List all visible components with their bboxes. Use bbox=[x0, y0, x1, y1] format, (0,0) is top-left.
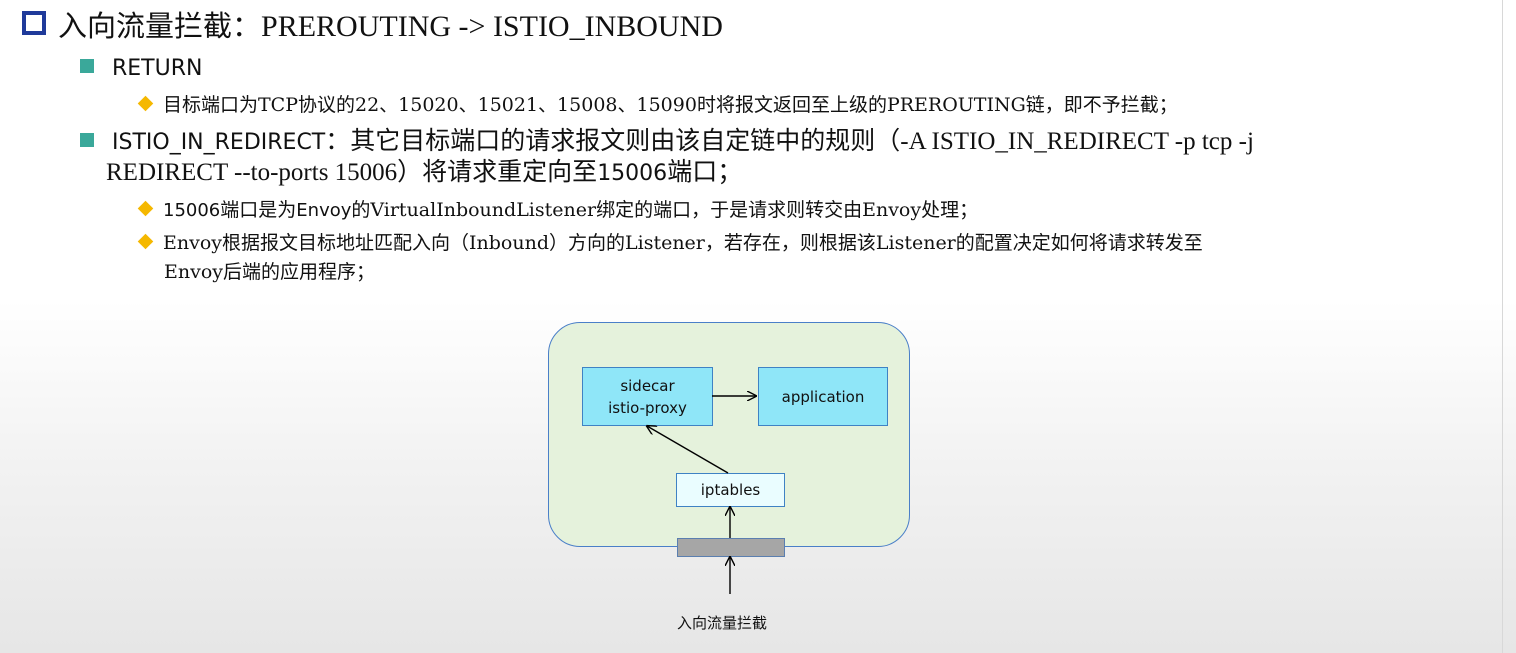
application-box: application bbox=[758, 367, 888, 426]
inbound-port-bar bbox=[677, 538, 785, 557]
sidecar-box: sidecar istio-proxy bbox=[582, 367, 713, 426]
bullet-redirect-sub2-cont: Envoy后端的应用程序； bbox=[164, 258, 375, 287]
bullet-return-label: RETURN bbox=[112, 56, 203, 81]
sidecar-label: sidecar bbox=[620, 376, 675, 395]
sub2-line2: Envoy后端的应用程序； bbox=[164, 261, 376, 283]
sub2-line1: Envoy根据报文目标地址匹配入向（Inbound）方向的Listener，若存… bbox=[163, 232, 1203, 254]
iptables-label: iptables bbox=[700, 481, 761, 499]
sub1-b: 的VirtualInboundListener绑定的端口，于是请求则转交由Env… bbox=[351, 199, 979, 221]
bullet-redirect-sub1: 15006端口是为Envoy的VirtualInboundListener绑定的… bbox=[137, 196, 979, 225]
orange-diamond-icon bbox=[137, 200, 154, 217]
teal-square-icon bbox=[80, 59, 94, 73]
bullet-return-sub: 目标端口为TCP协议的22、15020、15021、15008、15090时将报… bbox=[137, 91, 1178, 120]
sub1-a: 端口是为 bbox=[220, 199, 297, 221]
slide-right-edge bbox=[1502, 0, 1503, 653]
bullet-redirect-line1: ：其它目标端口的请求报文则由该自定链中的规则（-A ISTIO_IN_REDIR… bbox=[325, 128, 1254, 155]
title-latin: PREROUTING -> ISTIO_INBOUND bbox=[261, 10, 723, 43]
title-cjk: 入向流量拦截 bbox=[58, 9, 233, 43]
bullet-redirect-line2-a: REDIRECT --to-ports 15006）将请求重定向至 bbox=[106, 159, 598, 186]
hollow-square-icon bbox=[22, 11, 46, 35]
bullet-redirect-line2-port: 15006 bbox=[597, 161, 668, 186]
orange-diamond-icon bbox=[137, 233, 154, 250]
iptables-box: iptables bbox=[676, 473, 785, 507]
bullet-return: RETURN bbox=[80, 54, 202, 84]
bullet-return-sub-text: 目标端口为TCP协议的22、15020、15021、15008、15090时将报… bbox=[163, 94, 1178, 116]
application-label: application bbox=[781, 387, 865, 406]
bullet-redirect-label: ISTIO_IN_REDIRECT bbox=[112, 130, 326, 155]
orange-diamond-icon bbox=[137, 95, 154, 112]
teal-square-icon bbox=[80, 133, 94, 147]
sub1-port: 15006 bbox=[163, 200, 221, 221]
diagram-caption: 入向流量拦截 bbox=[676, 614, 767, 632]
sub1-envoy: Envoy bbox=[296, 200, 352, 221]
pod-container bbox=[548, 322, 910, 547]
bullet-redirect-line2-b: 端口； bbox=[667, 159, 743, 186]
title-colon: ： bbox=[232, 9, 262, 43]
bullet-redirect-sub2: Envoy根据报文目标地址匹配入向（Inbound）方向的Listener，若存… bbox=[137, 229, 1203, 258]
bullet-redirect-line2: REDIRECT --to-ports 15006）将请求重定向至15006端口… bbox=[106, 158, 742, 189]
slide-title: 入向流量拦截：PREROUTING -> ISTIO_INBOUND bbox=[22, 8, 723, 45]
istio-proxy-label: istio-proxy bbox=[608, 398, 687, 417]
bullet-redirect: ISTIO_IN_REDIRECT：其它目标端口的请求报文则由该自定链中的规则（… bbox=[80, 127, 1254, 158]
